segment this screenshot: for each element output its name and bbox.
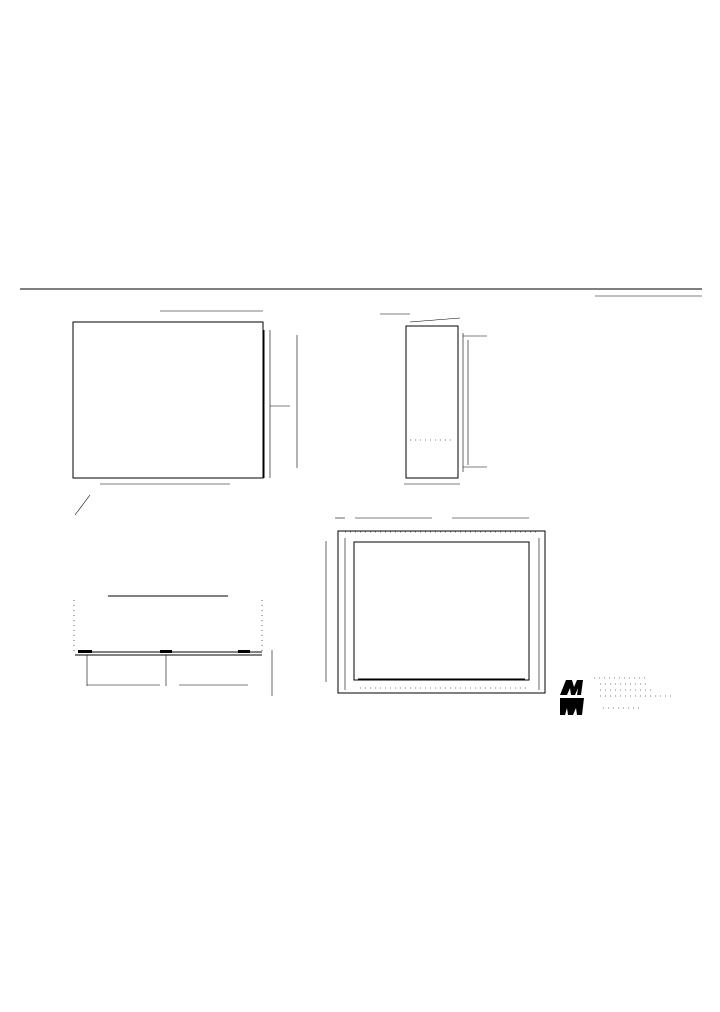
bottom-view — [73, 595, 273, 696]
panel-view — [325, 517, 546, 694]
logo-mark — [560, 680, 584, 715]
title-block — [594, 677, 675, 709]
side-view — [380, 313, 487, 485]
front-view — [72, 310, 298, 516]
